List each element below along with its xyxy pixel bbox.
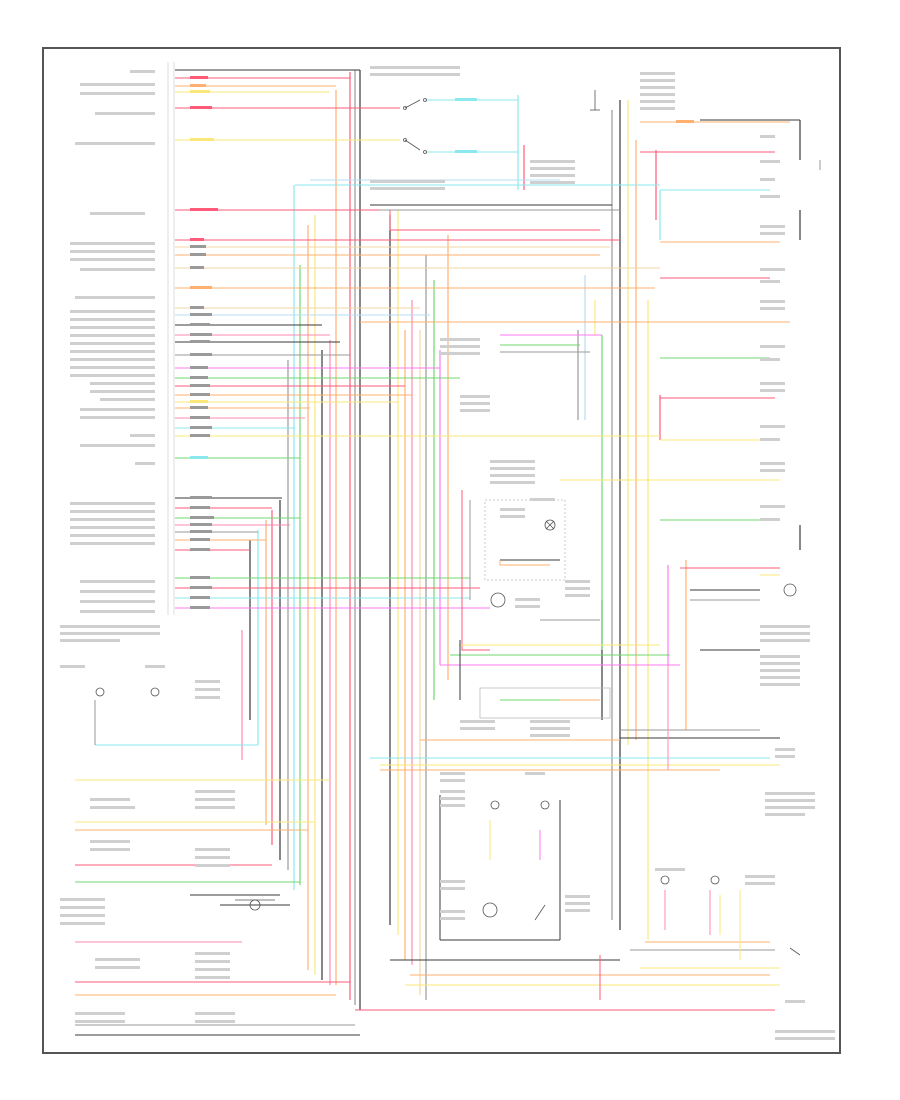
motor-icon — [490, 592, 506, 608]
switch-icon — [534, 904, 546, 921]
diagram-frame — [42, 47, 841, 1054]
lamp-icon — [544, 519, 556, 531]
lamp-icon — [490, 800, 500, 810]
component-box — [484, 499, 566, 581]
motor-icon — [482, 902, 498, 918]
switch-icon — [783, 583, 797, 597]
switch-icon — [403, 138, 427, 154]
lamp-icon — [660, 875, 670, 885]
lamp-icon — [150, 687, 160, 697]
components — [95, 90, 801, 956]
connector-wires — [175, 69, 660, 609]
left-connector — [167, 62, 175, 615]
upper-wires — [295, 99, 821, 521]
lamp-icon — [540, 800, 550, 810]
switch-icon — [789, 947, 801, 956]
relay-icon — [235, 899, 275, 911]
component-box — [479, 687, 611, 719]
wire-labels — [60, 66, 835, 1040]
center-wires — [370, 490, 780, 771]
lamp-icon — [95, 687, 105, 697]
switch-icon — [403, 98, 427, 110]
trunk-wires — [241, 70, 801, 1010]
ground-icon — [590, 90, 600, 111]
lower-wires — [75, 700, 780, 1036]
lamp-icon — [710, 875, 720, 885]
